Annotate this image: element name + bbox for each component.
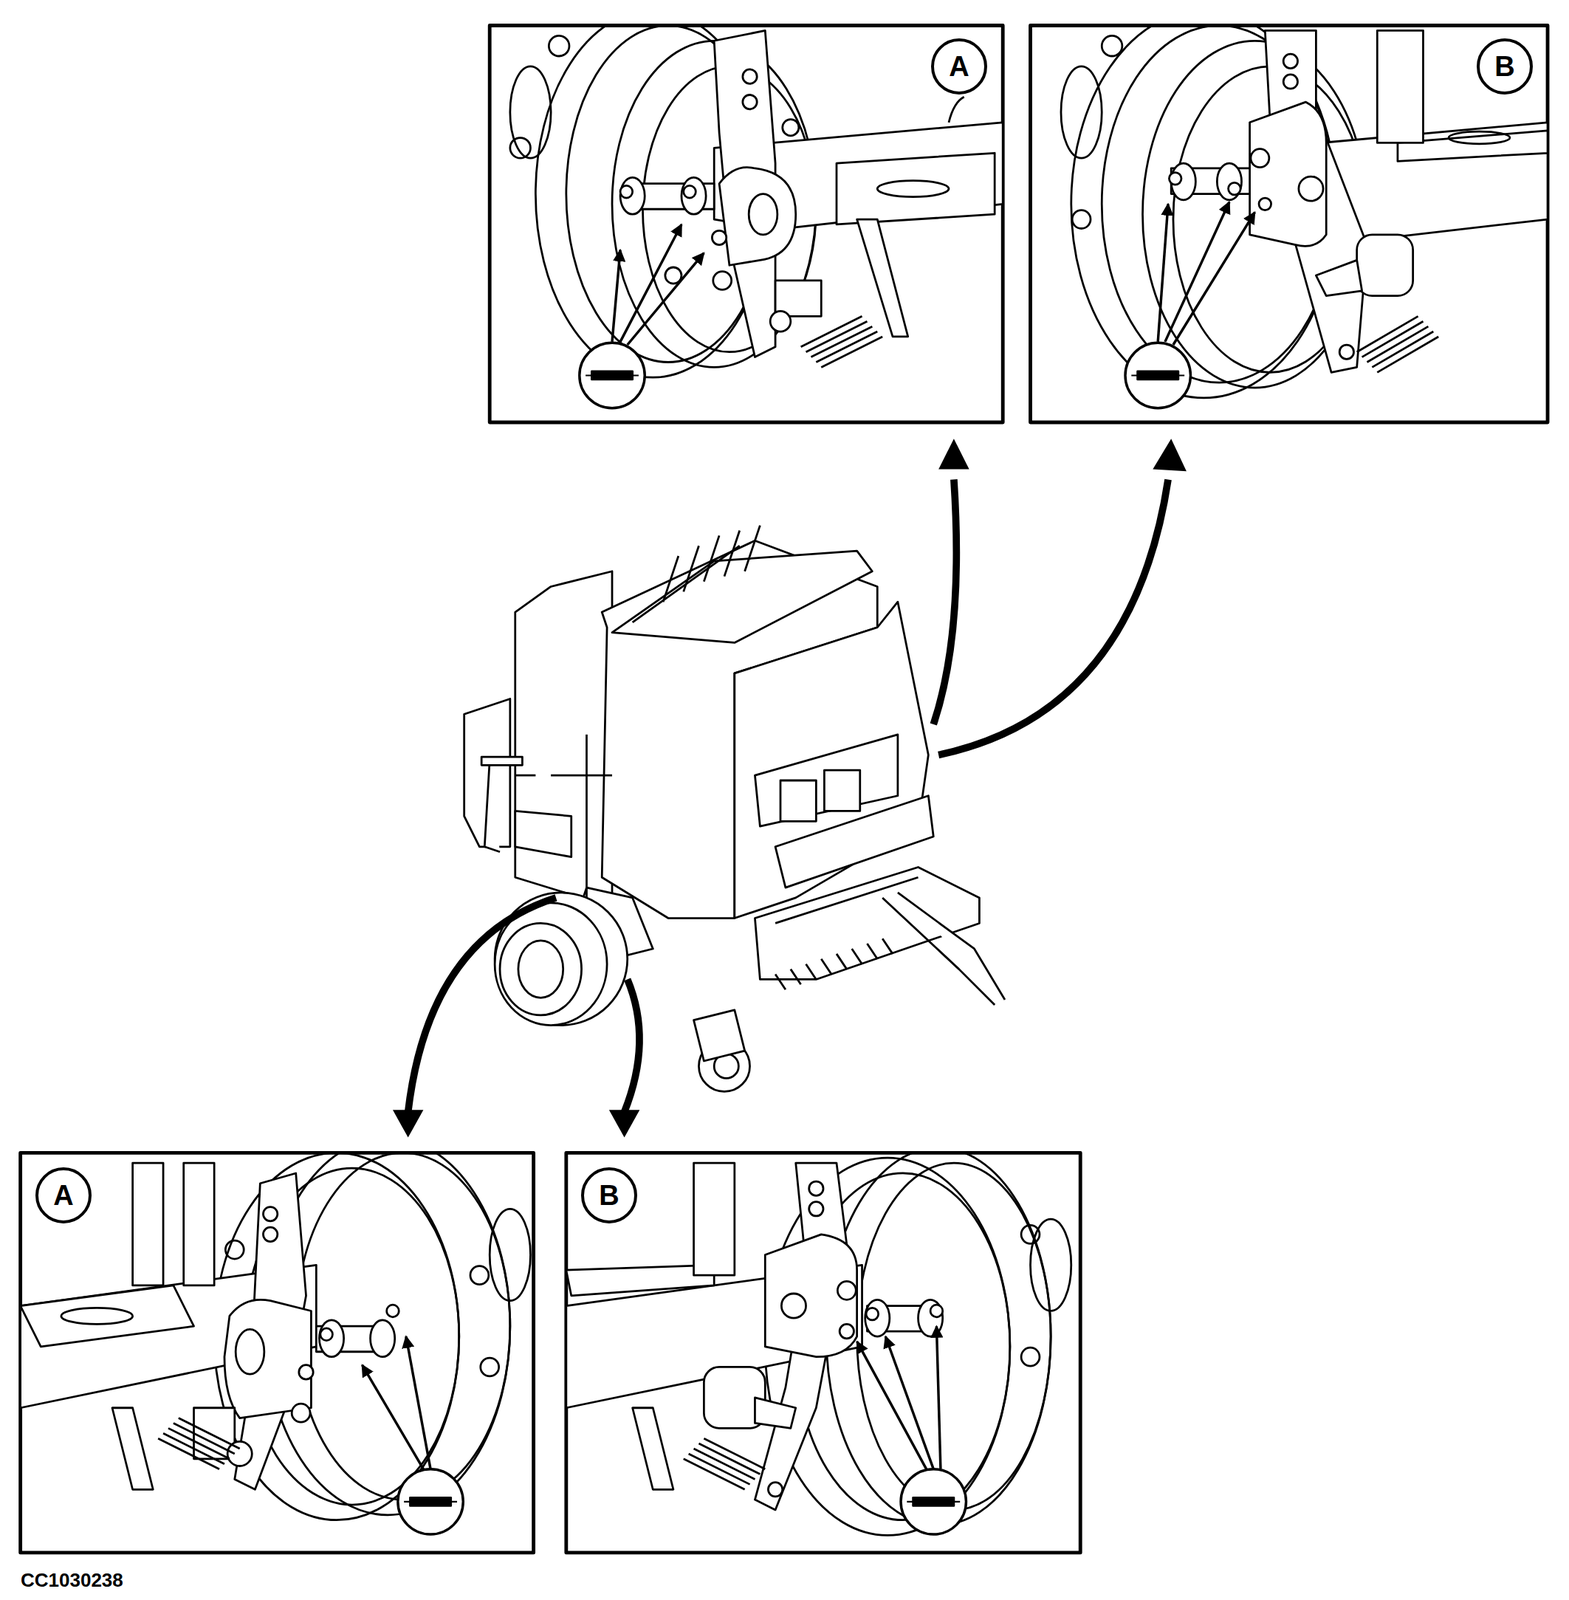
view-letter: B — [1494, 52, 1515, 81]
view-letter: A — [53, 1181, 74, 1210]
figure-code: CC1030238 — [20, 1569, 124, 1592]
view-callout-circle: B — [1476, 38, 1533, 95]
view-letter: A — [948, 52, 969, 81]
view-callout-circle: A — [35, 1167, 92, 1224]
view-letter: B — [598, 1181, 619, 1210]
view-callout-circle: A — [931, 38, 988, 95]
view-callout-circle: B — [581, 1167, 638, 1224]
